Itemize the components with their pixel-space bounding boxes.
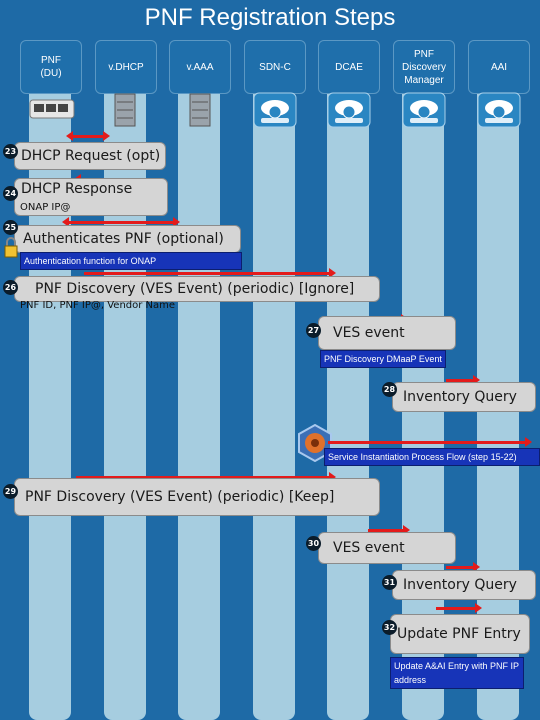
step-number-badge: 29 (3, 484, 18, 499)
cloud-icon (402, 92, 446, 128)
dmaap-event-note: PNF Discovery DMaaP Event (320, 350, 446, 368)
step-number-badge: 31 (382, 575, 397, 590)
step-number-badge: 24 (3, 186, 18, 201)
step-label: VES event (333, 540, 405, 556)
step-inventory-query-28: Inventory Query (392, 382, 536, 412)
step-ves-event-30: VES event (318, 532, 456, 564)
arrow-pnf-discovery-keep (76, 472, 336, 482)
step-sublabel: ONAP IP@ (20, 202, 71, 213)
arrow-dhcp-request (66, 131, 110, 141)
step-number-badge: 25 (3, 220, 18, 235)
step-number-badge: 23 (3, 144, 18, 159)
arrow-update-pnf-entry (436, 603, 482, 613)
lane-header-pnf-discovery-manager: PNF Discovery Manager (393, 40, 455, 94)
step-update-pnf-entry: Update PNF Entry (390, 614, 530, 654)
arrow-pnf-discovery-ignore (84, 268, 336, 278)
step-number-badge: 32 (382, 620, 397, 635)
lane-header-pnf: PNF (DU) (20, 40, 82, 94)
step-pnf-discovery-keep: PNF Discovery (VES Event) (periodic) [Ke… (14, 478, 380, 516)
service-instantiation-note: Service Instantiation Process Flow (step… (324, 448, 540, 466)
lane-header-vaaa: v.AAA (169, 40, 231, 94)
step-pnf-discovery-ignore: PNF Discovery (VES Event) (periodic) [Ig… (14, 276, 380, 302)
step-number-badge: 26 (3, 280, 18, 295)
lane-sdnc (253, 40, 295, 720)
step-label: Authenticates PNF (optional) (23, 231, 224, 247)
arrow-ves-event-30 (368, 525, 410, 535)
lane-header-vdhcp: v.DHCP (95, 40, 157, 94)
step-dhcp-request: DHCP Request (opt) (14, 142, 166, 170)
arrow-authenticate (62, 217, 180, 227)
step-label: Update PNF Entry (397, 626, 521, 642)
arrow-inventory-query-28 (446, 375, 480, 385)
page-title: PNF Registration Steps (144, 4, 396, 31)
lock-icon (4, 237, 18, 258)
lane-header-sdnc: SDN-C (244, 40, 306, 94)
aai-update-note: Update A&AI Entry with PNF IP address (390, 657, 524, 689)
server-icon (189, 93, 211, 127)
step-authenticate: Authenticates PNF (optional) (14, 225, 241, 253)
lane-header-aai: AAI (468, 40, 530, 94)
cloud-icon (327, 92, 371, 128)
step-label: DHCP Request (opt) (21, 148, 161, 164)
step-label: PNF Discovery (VES Event) (periodic) [Ig… (35, 281, 355, 297)
auth-note: Authentication function for ONAP (20, 252, 242, 270)
step-label: Inventory Query (403, 577, 517, 593)
step-label: DHCP Response (21, 181, 133, 197)
lane-dcae (327, 40, 369, 720)
step-label: Inventory Query (403, 389, 517, 405)
step-inventory-query-31: Inventory Query (392, 570, 536, 600)
lane-vaaa (178, 40, 220, 720)
step-label: VES event (333, 325, 405, 341)
step-number-badge: 28 (382, 382, 397, 397)
service-instantiation-icon (298, 424, 332, 462)
pnf-device-icon (29, 99, 75, 119)
lane-aai (477, 40, 519, 720)
step-ves-event-27: VES event (318, 316, 456, 350)
arrow-inventory-query-31 (446, 562, 480, 572)
cloud-icon (477, 92, 521, 128)
lane-header-dcae: DCAE (318, 40, 380, 94)
cloud-icon (253, 92, 297, 128)
server-icon (114, 93, 136, 127)
step-sublabel: PNF ID, PNF IP@, Vendor Name (20, 300, 176, 311)
step-label: PNF Discovery (VES Event) (periodic) [Ke… (25, 489, 335, 505)
step-number-badge: 30 (306, 536, 321, 551)
arrow-service-instantiation (328, 437, 532, 447)
lane-pnf-discovery-manager (402, 40, 444, 720)
step-number-badge: 27 (306, 323, 321, 338)
